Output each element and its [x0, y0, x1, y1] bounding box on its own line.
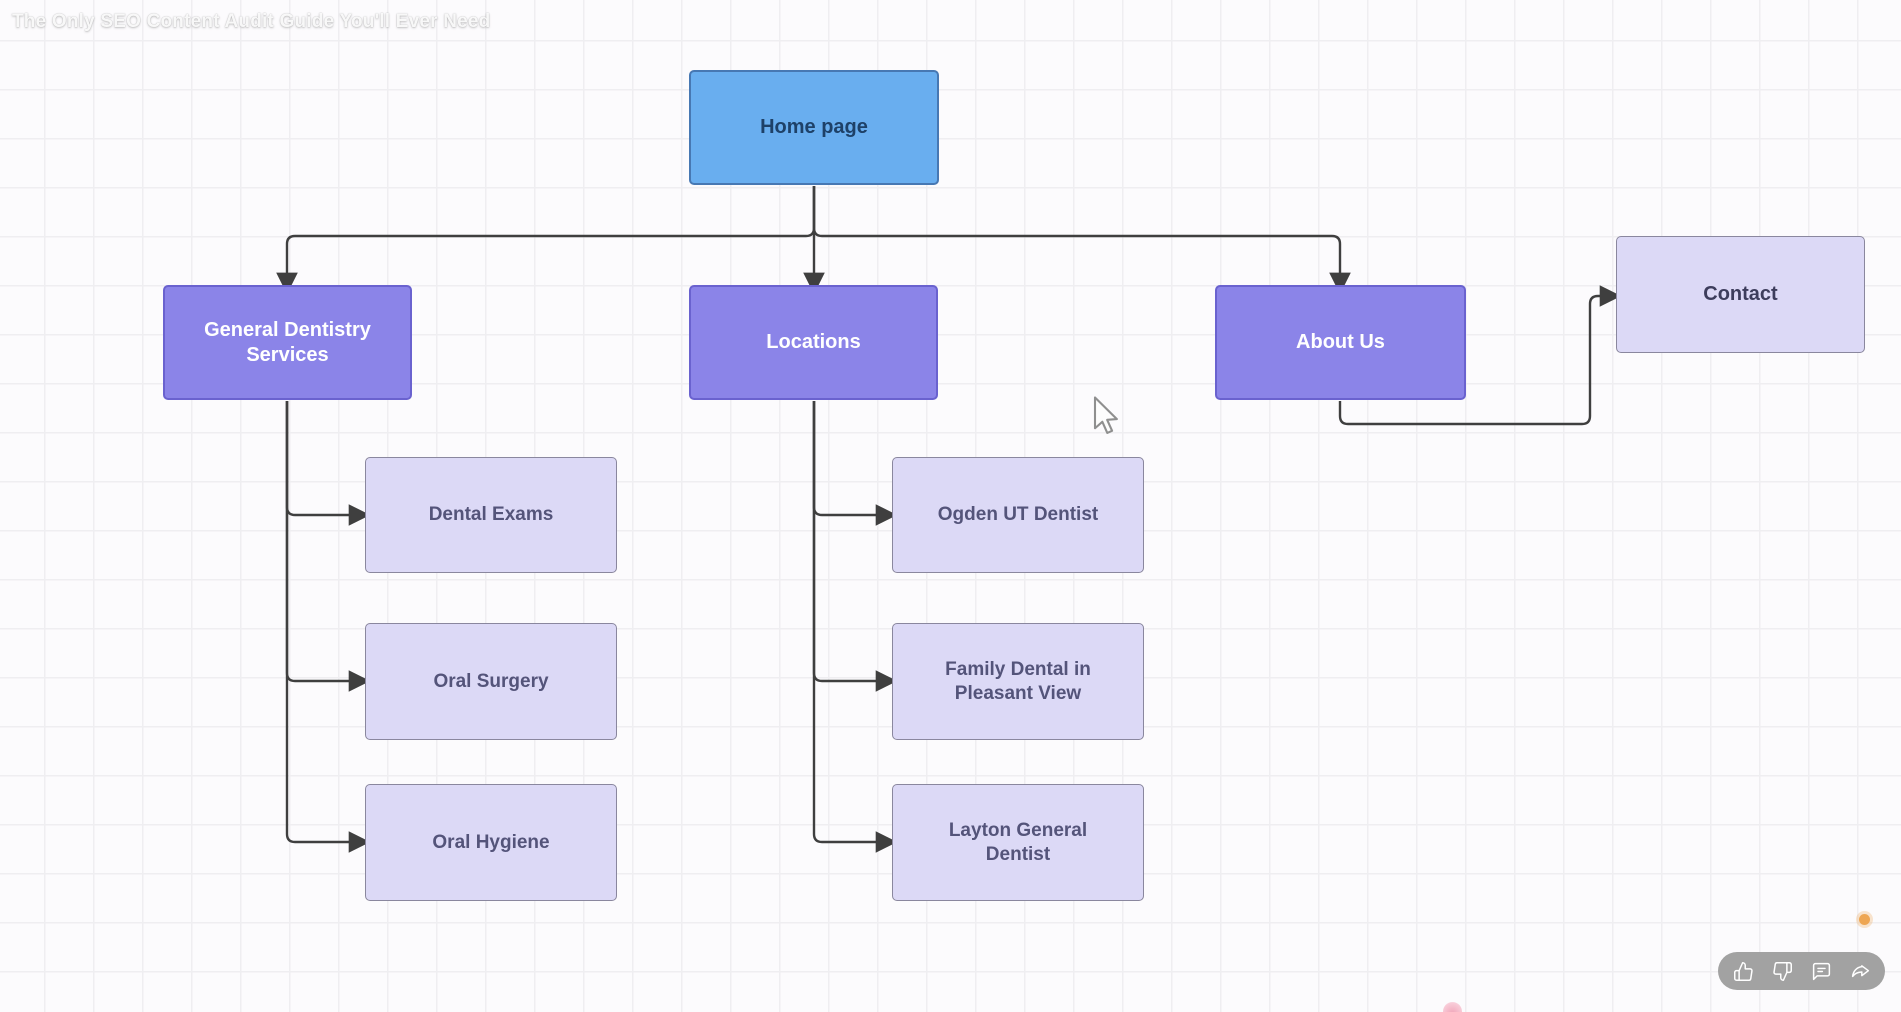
- node-oral-surgery-label: Oral Surgery: [433, 670, 549, 692]
- mouse-cursor-icon: [1093, 396, 1118, 434]
- thumbs-up-icon: [1733, 961, 1753, 981]
- video-action-bar: [1718, 952, 1885, 990]
- node-ogden-ut-dentist-label: Ogden UT Dentist: [937, 504, 1099, 526]
- node-home-page-label: Home page: [760, 116, 868, 139]
- share-icon: [1851, 964, 1869, 977]
- node-family-dental-pleasant-view-label: Family Dental in Pleasant View: [945, 659, 1091, 704]
- node-dental-exams[interactable]: Dental Exams: [365, 457, 617, 573]
- thumbs-down-icon: [1772, 961, 1792, 981]
- node-oral-surgery[interactable]: Oral Surgery: [365, 623, 617, 740]
- node-contact[interactable]: Contact: [1616, 236, 1865, 353]
- edge-locations-family-dental: [812, 401, 898, 692]
- pink-marker-dot: [1443, 1002, 1462, 1012]
- video-title: The Only SEO Content Audit Guide You'll …: [12, 11, 491, 32]
- node-family-dental-pleasant-view[interactable]: Family Dental in Pleasant View: [892, 623, 1144, 740]
- node-layton-general-dentist[interactable]: Layton General Dentist: [892, 784, 1144, 901]
- node-locations-label: Locations: [766, 331, 861, 354]
- thumbs-down-button[interactable]: [1766, 952, 1798, 990]
- edge-home-general-dentistry: [276, 186, 816, 295]
- node-ogden-ut-dentist[interactable]: Ogden UT Dentist: [892, 457, 1144, 573]
- node-locations[interactable]: Locations: [689, 285, 938, 400]
- comment-button[interactable]: [1805, 952, 1837, 990]
- node-home-page[interactable]: Home page: [689, 70, 939, 185]
- edge-general-dentistry-dental-exams: [285, 401, 371, 526]
- edge-general-dentistry-oral-hygiene: [285, 401, 371, 853]
- edge-locations-ogden: [812, 401, 898, 526]
- edge-general-dentistry-oral-surgery: [285, 401, 371, 692]
- node-contact-label: Contact: [1703, 283, 1778, 306]
- share-button[interactable]: [1844, 952, 1876, 990]
- node-layton-general-dentist-label: Layton General Dentist: [948, 820, 1088, 865]
- node-about-us-label: About Us: [1296, 331, 1385, 354]
- node-general-dentistry-services-label: General Dentistry Services: [204, 319, 371, 366]
- comment-icon: [1812, 962, 1830, 980]
- node-dental-exams-label: Dental Exams: [428, 504, 554, 526]
- thumbs-up-button[interactable]: [1727, 952, 1759, 990]
- node-oral-hygiene[interactable]: Oral Hygiene: [365, 784, 617, 901]
- node-general-dentistry-services[interactable]: General Dentistry Services: [163, 285, 412, 400]
- orange-marker-dot: [1859, 914, 1870, 925]
- edge-about-us-contact: [1338, 285, 1622, 426]
- edge-locations-layton: [812, 401, 898, 853]
- node-about-us[interactable]: About Us: [1215, 285, 1466, 400]
- node-oral-hygiene-label: Oral Hygiene: [432, 831, 550, 853]
- edge-home-about-us: [812, 186, 1351, 295]
